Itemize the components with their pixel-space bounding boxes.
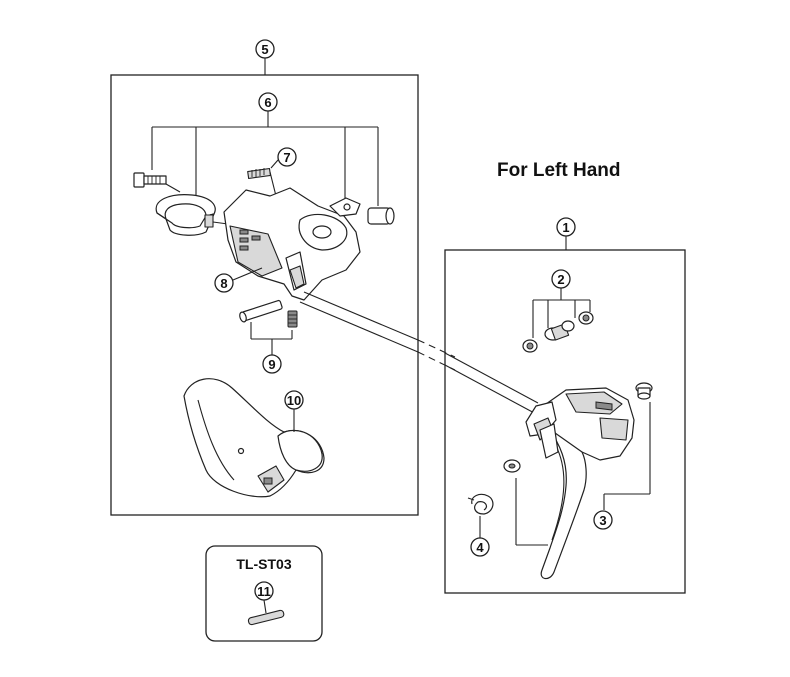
callout-11[interactable]: 11 — [254, 581, 274, 601]
svg-text:1: 1 — [562, 220, 569, 235]
callout-9[interactable]: 9 — [262, 354, 282, 374]
for-left-hand-heading: For Left Hand — [497, 160, 621, 181]
svg-text:4: 4 — [476, 540, 484, 555]
pin-tool — [247, 609, 285, 626]
svg-text:6: 6 — [264, 95, 271, 110]
callout-7[interactable]: 7 — [277, 147, 297, 167]
return-spring-and-washer — [467, 459, 521, 515]
tool-box-group: TL-ST03 11 — [205, 545, 323, 642]
callout-8[interactable]: 8 — [214, 273, 234, 293]
tool-box — [205, 545, 323, 642]
cable-route — [299, 291, 539, 416]
callout-6[interactable]: 6 — [258, 92, 278, 112]
callout-6-bracket — [151, 111, 379, 206]
callout-4-bracket — [479, 478, 548, 546]
end-cap — [635, 382, 653, 400]
callout-3-bracket — [603, 402, 651, 510]
callout-1[interactable]: 1 — [556, 217, 576, 237]
svg-text:2: 2 — [557, 272, 564, 287]
callout-9-bracket — [250, 322, 293, 355]
callout-10[interactable]: 10 — [284, 390, 304, 410]
tool-title: TL-ST03 — [236, 556, 291, 572]
band-clamp — [155, 194, 229, 236]
callout-3[interactable]: 3 — [593, 510, 613, 530]
assembly-1-group: 1 2 — [444, 217, 686, 594]
svg-text:11: 11 — [257, 584, 271, 599]
callout-2[interactable]: 2 — [551, 269, 571, 289]
cable-sleeve — [367, 207, 395, 225]
svg-text:7: 7 — [283, 150, 290, 165]
svg-text:9: 9 — [268, 357, 275, 372]
callout-2-bracket — [532, 288, 591, 338]
svg-text:5: 5 — [261, 42, 268, 57]
lever-bracket-body — [223, 187, 361, 301]
shift-lever-body — [525, 387, 635, 580]
bracket-cover — [183, 378, 325, 498]
assembly-1-box — [444, 249, 686, 594]
clamp-bolt — [133, 172, 181, 193]
callout-4[interactable]: 4 — [470, 537, 490, 557]
pivot-bushings — [522, 311, 594, 353]
callout-5[interactable]: 5 — [255, 39, 275, 59]
svg-text:10: 10 — [287, 393, 301, 408]
svg-text:8: 8 — [220, 276, 227, 291]
set-screws — [239, 299, 298, 328]
svg-text:3: 3 — [599, 513, 606, 528]
assembly-5-group: 5 6 — [110, 39, 419, 516]
